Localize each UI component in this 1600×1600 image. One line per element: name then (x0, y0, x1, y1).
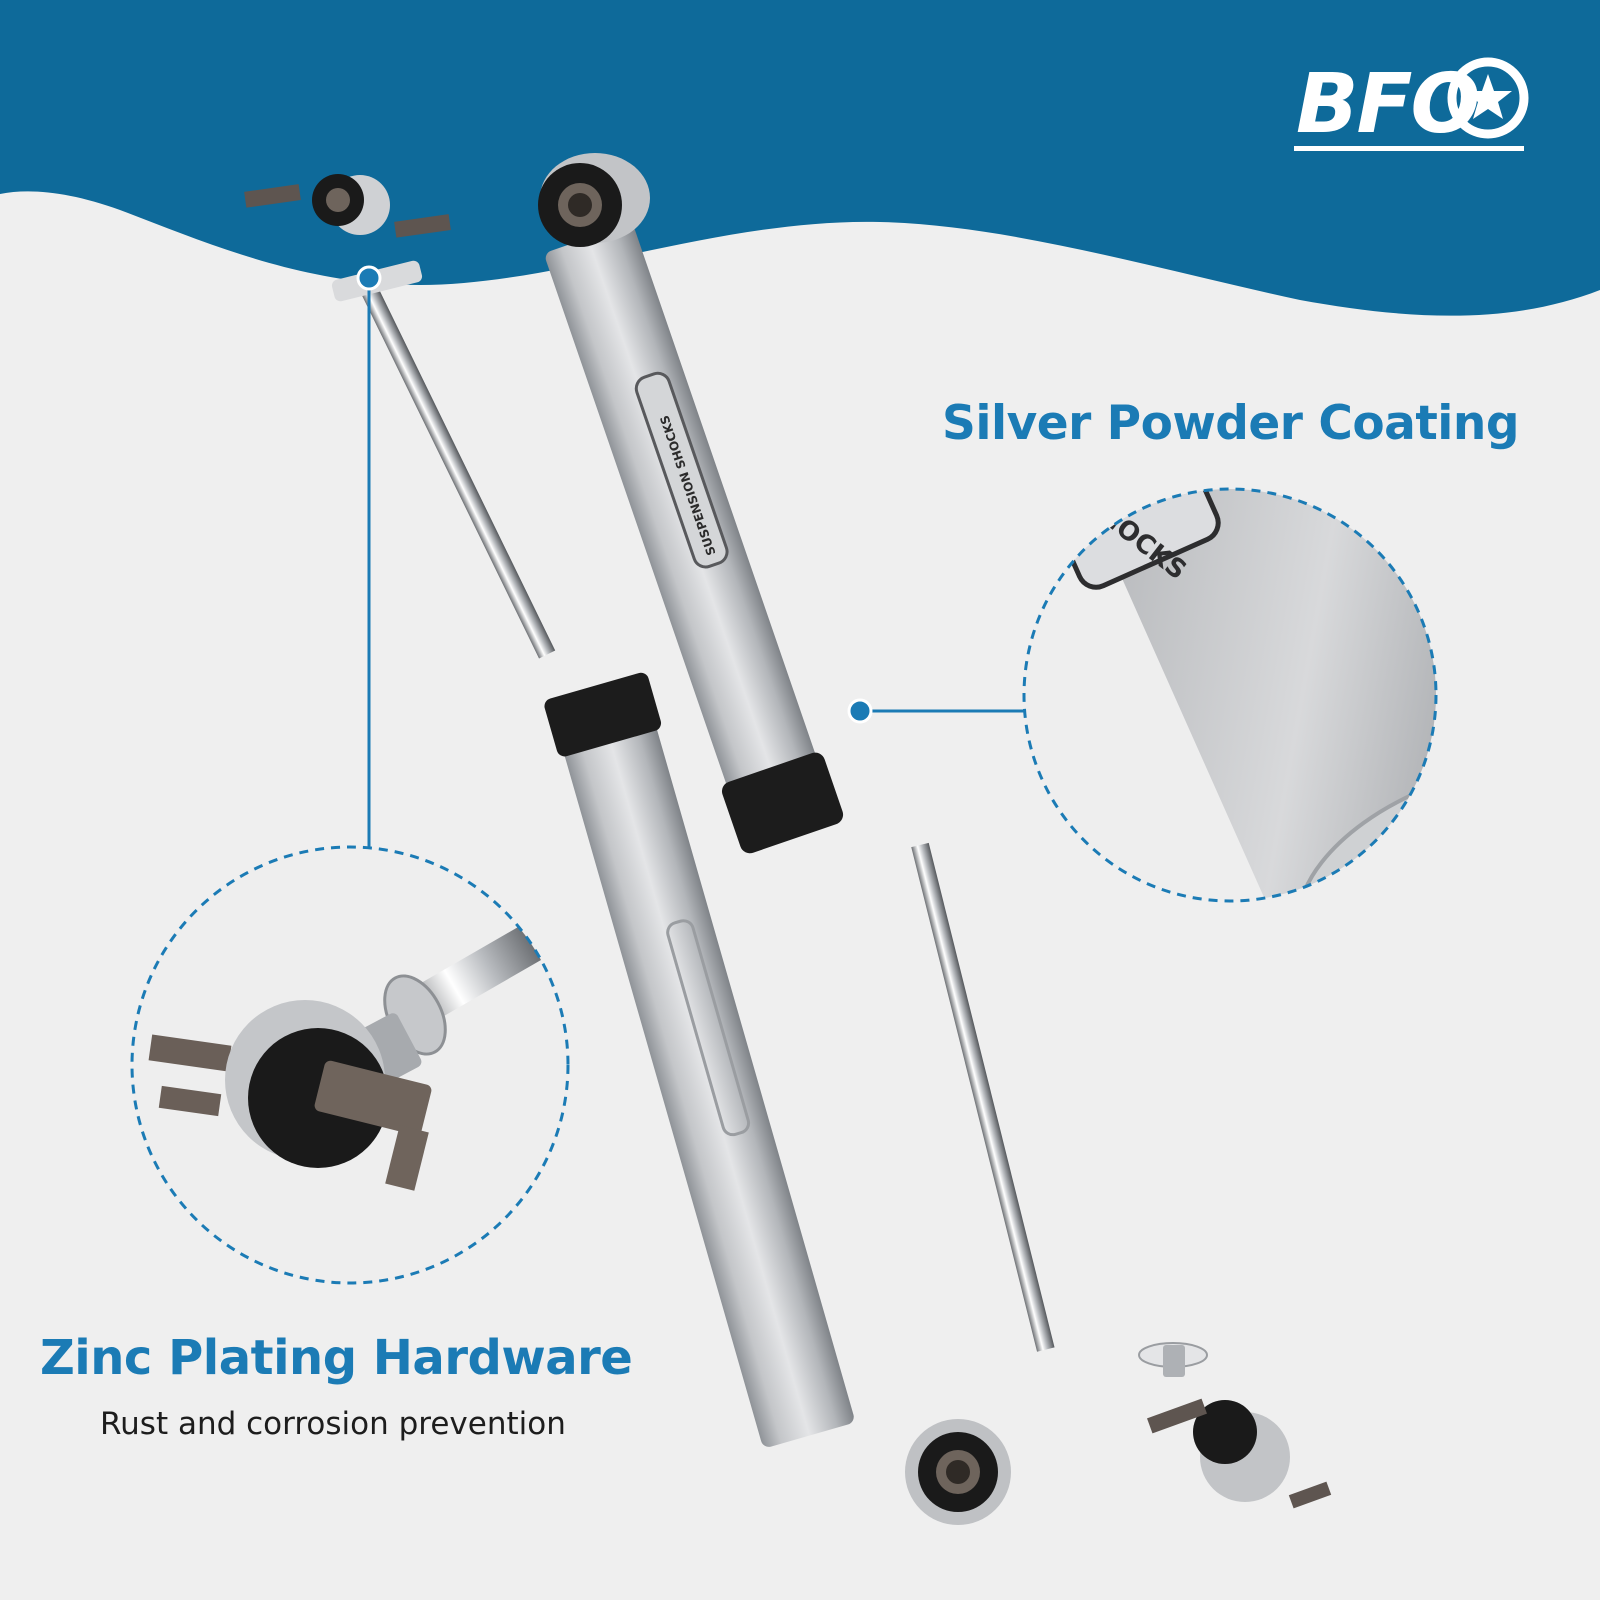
star-icon (1447, 57, 1529, 139)
closeup-ring-right (1022, 487, 1438, 903)
left-shock-body (555, 693, 854, 1447)
right-shock-dust-cap (721, 752, 844, 854)
right-shock-bottom-mount (1147, 1398, 1332, 1509)
left-shock (244, 174, 1011, 1525)
left-shock-rod (354, 273, 556, 659)
right-shock-washer (1138, 1342, 1208, 1377)
feature-title-coating: Silver Powder Coating (942, 396, 1520, 451)
logo-underline (1294, 146, 1524, 151)
leader-dot-right (847, 698, 873, 724)
right-shock: SUSPENSION SHOCKS (538, 153, 1332, 1509)
left-shock-dust-cap (544, 672, 662, 757)
feature-subtitle-hardware: Rust and corrosion prevention (100, 1406, 566, 1442)
brand-logo: BFO (1294, 57, 1529, 152)
right-shock-rod (911, 842, 1055, 1352)
right-shock-label-plate (634, 371, 729, 569)
coating-closeup-callout: SHOCKS (847, 487, 1438, 903)
header-wave (0, 0, 1600, 316)
hardware-closeup-callout (130, 265, 570, 1285)
left-shock-label-plate (666, 919, 751, 1137)
right-shock-top-eye (538, 153, 650, 247)
left-shock-bottom-eye (905, 1419, 1011, 1525)
feature-title-hardware: Zinc Plating Hardware (40, 1330, 633, 1386)
closeup-ring-left (130, 845, 570, 1285)
leader-dot-left (356, 265, 382, 291)
left-shock-top-mount (244, 174, 451, 302)
